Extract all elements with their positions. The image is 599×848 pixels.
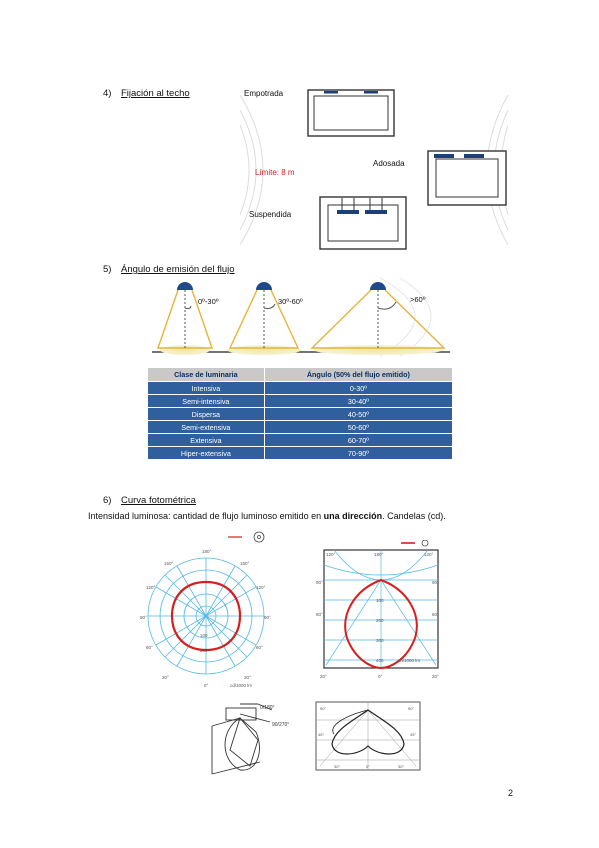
section-5-number: 5) <box>103 264 112 275</box>
ceiling-fixing-diagram <box>239 89 509 250</box>
svg-text:45°: 45° <box>410 732 416 737</box>
svg-text:100: 100 <box>376 598 384 603</box>
table-header-angle: Ángulo (50% del flujo emitido) <box>263 367 454 382</box>
svg-text:30°: 30° <box>162 675 169 680</box>
svg-text:20°: 20° <box>320 674 327 679</box>
table-cell: 50-60º <box>263 420 454 434</box>
luminaire-medium <box>228 282 300 349</box>
table-cell: Extensiva <box>147 433 265 447</box>
luminous-intensity-definition: Intensidad luminosa: cantidad de flujo l… <box>88 511 446 521</box>
angle-label-3: >60º <box>410 295 426 304</box>
table-header-class: Clase de luminaria <box>147 367 265 382</box>
section-4-number: 4) <box>103 88 112 99</box>
luminaire-wide <box>310 282 446 349</box>
svg-text:200: 200 <box>376 618 384 623</box>
table-cell: Semi-intensiva <box>147 394 265 408</box>
svg-text:90°: 90° <box>432 580 439 585</box>
svg-text:90°: 90° <box>408 706 414 711</box>
section-5-title: Ángulo de emisión del flujo <box>121 264 235 275</box>
svg-text:30°: 30° <box>244 675 251 680</box>
table-cell: Dispersa <box>147 407 265 421</box>
table-cell: 60-70º <box>263 433 454 447</box>
svg-text:30°: 30° <box>334 764 340 769</box>
svg-text:180°: 180° <box>202 549 212 554</box>
section-4-title: Fijación al techo <box>121 88 190 99</box>
cartesian-photometric-curve: 120°180°120° 90°90° 60°60° 100200300400 … <box>316 540 439 679</box>
suspended-luminaire-room <box>319 196 407 250</box>
beam-angle-diagram: 0º-30º 30º-60º >60º <box>152 277 450 357</box>
table-cell: Intensiva <box>147 381 265 395</box>
cartesian-grid <box>323 549 439 668</box>
table-header-row: Clase de luminaria Ángulo (50% del flujo… <box>147 367 454 382</box>
svg-text:60°: 60° <box>146 645 153 650</box>
svg-text:90°: 90° <box>264 615 271 620</box>
svg-text:cd/1000 lm: cd/1000 lm <box>230 683 252 688</box>
svg-text:120°: 120° <box>424 552 434 557</box>
background-arcs <box>379 277 432 357</box>
svg-text:30°: 30° <box>398 764 404 769</box>
svg-text:0°: 0° <box>204 683 209 688</box>
svg-text:400: 400 <box>376 658 384 663</box>
section-6-number: 6) <box>103 495 112 506</box>
svg-text:150°: 150° <box>164 561 174 566</box>
svg-text:cd/1000 lm: cd/1000 lm <box>398 658 420 663</box>
svg-text:120°: 120° <box>256 585 266 590</box>
intensity-curve <box>344 578 418 670</box>
label-recessed: Empotrada <box>244 89 284 98</box>
svg-text:60°: 60° <box>432 612 439 617</box>
luminaire-class-table: Clase de luminaria Ángulo (50% del flujo… <box>147 367 454 460</box>
svg-text:90°: 90° <box>320 706 326 711</box>
cartesian-photometric-small: 90° 90° 45° 45° 30° 0° 30° <box>315 701 421 771</box>
label-suspended: Suspendida <box>249 210 292 219</box>
section-6-title: Curva fotométrica <box>121 495 196 506</box>
svg-text:60°: 60° <box>256 645 263 650</box>
luminaire-narrow <box>157 282 213 349</box>
svg-text:45°: 45° <box>318 732 324 737</box>
polar-grid <box>147 557 265 675</box>
polar-photometric-curve: 180° 150° 150° 120° 120° 90° 90° 60° 60° 30° 30… <box>140 531 271 688</box>
svg-text:20°: 20° <box>432 674 439 679</box>
svg-text:120°: 120° <box>146 585 156 590</box>
definition-text-a: Intensidad luminosa: cantidad de flujo l… <box>88 511 324 521</box>
intensity-curve <box>170 580 242 652</box>
svg-text:100: 100 <box>200 633 208 638</box>
definition-text-c: . Candelas (cd). <box>382 511 446 521</box>
svg-text:200: 200 <box>200 648 208 653</box>
svg-text:300: 300 <box>376 638 384 643</box>
angle-label-2: 30º-60º <box>278 297 303 306</box>
label-limit: Límite: 8 m <box>255 168 295 177</box>
page-number: 2 <box>508 788 514 798</box>
table-cell: Hiper-extensiva <box>147 446 265 460</box>
table-cell: 0-30º <box>263 381 454 395</box>
svg-text:180°: 180° <box>374 552 384 557</box>
svg-text:0°: 0° <box>378 674 383 679</box>
svg-text:90°: 90° <box>316 580 323 585</box>
svg-text:90°: 90° <box>140 615 147 620</box>
svg-text:90/270°: 90/270° <box>272 722 289 728</box>
svg-text:0/180°: 0/180° <box>260 705 275 711</box>
angle-label-1: 0º-30º <box>198 297 219 306</box>
photometric-solid-3d: 0/180° 90/270° <box>211 703 289 775</box>
svg-text:150°: 150° <box>240 561 250 566</box>
svg-text:0°: 0° <box>366 764 370 769</box>
svg-text:60°: 60° <box>316 612 323 617</box>
recessed-luminaire-room <box>307 89 395 137</box>
table-cell: 40-50º <box>263 407 454 421</box>
table-cell: 30-40º <box>263 394 454 408</box>
surface-luminaire-room <box>427 150 507 206</box>
label-surface: Adosada <box>373 159 405 168</box>
definition-text-bold: una dirección <box>323 511 383 521</box>
svg-text:120°: 120° <box>326 552 336 557</box>
table-cell: Semi-extensiva <box>147 420 265 434</box>
table-cell: 70-90º <box>263 446 454 460</box>
